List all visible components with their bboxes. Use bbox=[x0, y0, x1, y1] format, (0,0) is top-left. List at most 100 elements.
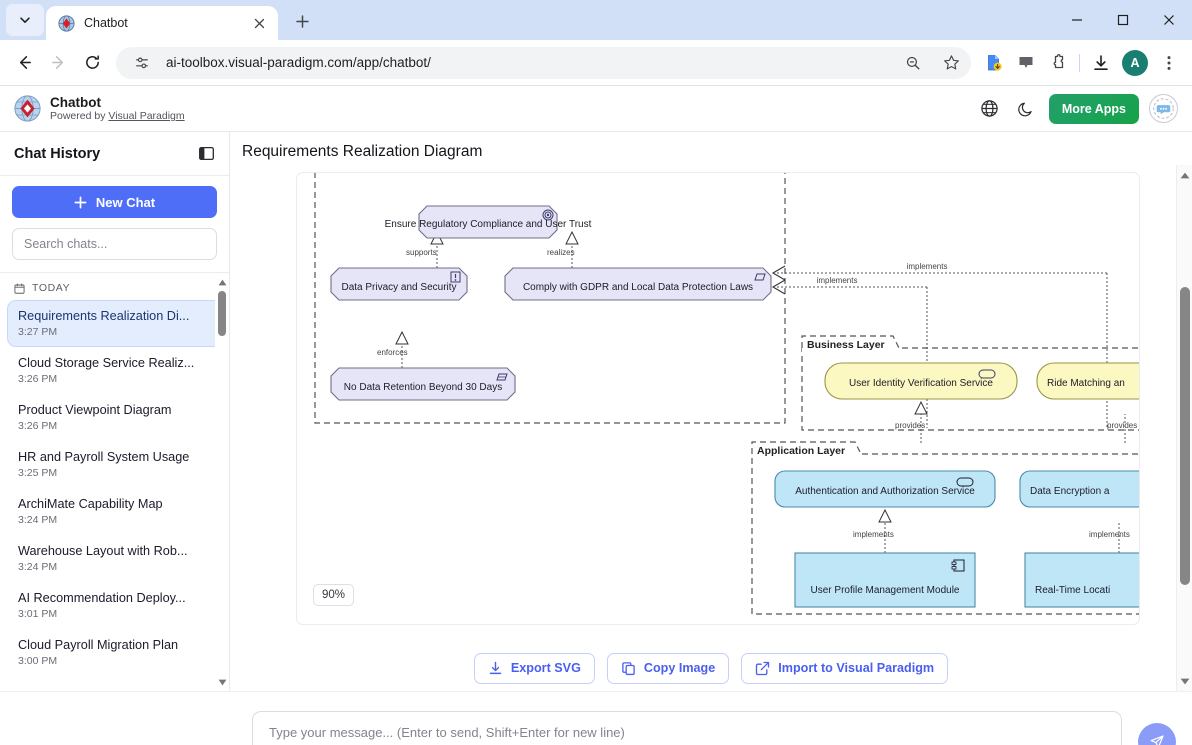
chat-item-title: ArchiMate Capability Map bbox=[18, 497, 211, 511]
address-bar[interactable]: ai-toolbox.visual-paradigm.com/app/chatb… bbox=[116, 47, 971, 79]
window-maximize-button[interactable] bbox=[1100, 0, 1146, 40]
diagram-canvas[interactable]: Motivation Layer supports realizes enfor… bbox=[297, 173, 1139, 624]
export-svg-button[interactable]: Export SVG bbox=[474, 653, 595, 684]
app-name: Chatbot bbox=[50, 95, 185, 111]
svg-text:No Data Retention Beyond 30 Da: No Data Retention Beyond 30 Days bbox=[344, 382, 502, 393]
svg-text:realizes: realizes bbox=[547, 248, 575, 257]
app-body: Chat History New Chat bbox=[0, 132, 1192, 691]
new-chat-button[interactable]: New Chat bbox=[12, 186, 217, 218]
sidebar-header: Chat History bbox=[0, 132, 229, 176]
chat-item-4[interactable]: ArchiMate Capability Map 3:24 PM bbox=[7, 488, 222, 535]
app-header: Chatbot Powered by Visual Paradigm More … bbox=[0, 86, 1192, 132]
svg-text:User Identity Verification Ser: User Identity Verification Service bbox=[849, 378, 993, 389]
window-minimize-button[interactable] bbox=[1054, 0, 1100, 40]
scroll-up-arrow-icon[interactable] bbox=[1177, 167, 1192, 183]
close-icon[interactable] bbox=[249, 13, 270, 34]
star-icon[interactable] bbox=[937, 49, 965, 77]
svg-text:provides: provides bbox=[1107, 421, 1137, 430]
diagram-scroll-area: Motivation Layer supports realizes enfor… bbox=[230, 172, 1192, 649]
scroll-up-arrow-icon[interactable] bbox=[215, 275, 229, 289]
send-paper-plane-icon bbox=[1148, 733, 1166, 745]
external-link-icon bbox=[755, 661, 770, 676]
svg-text:User Profile Management Module: User Profile Management Module bbox=[811, 585, 960, 596]
bookmark-flag-icon[interactable] bbox=[1011, 48, 1041, 78]
svg-text:Data Privacy and Security: Data Privacy and Security bbox=[341, 282, 456, 293]
sidebar-title: Chat History bbox=[14, 146, 100, 162]
chat-item-2[interactable]: Product Viewpoint Diagram 3:26 PM bbox=[7, 394, 222, 441]
more-apps-button[interactable]: More Apps bbox=[1049, 94, 1139, 124]
window-close-button[interactable] bbox=[1146, 0, 1192, 40]
back-button[interactable] bbox=[8, 47, 40, 79]
chat-item-3[interactable]: HR and Payroll System Usage 3:25 PM bbox=[7, 441, 222, 488]
extensions-puzzle-icon[interactable] bbox=[1043, 48, 1073, 78]
sidebar-scrollbar-thumb[interactable] bbox=[218, 291, 226, 336]
chat-item-title: Requirements Realization Di... bbox=[18, 309, 211, 323]
chat-item-title: Cloud Payroll Migration Plan bbox=[18, 638, 211, 652]
visual-paradigm-link[interactable]: Visual Paradigm bbox=[108, 110, 184, 122]
sidebar-scrollbar[interactable] bbox=[215, 273, 229, 691]
new-chat-label: New Chat bbox=[96, 195, 155, 210]
search-input[interactable] bbox=[12, 228, 217, 260]
reload-icon bbox=[84, 54, 101, 71]
panel-collapse-icon[interactable] bbox=[198, 145, 215, 162]
language-button[interactable] bbox=[977, 96, 1003, 122]
svg-text:Application Layer: Application Layer bbox=[757, 445, 845, 457]
zoom-out-icon[interactable] bbox=[899, 49, 927, 77]
chat-item-time: 3:26 PM bbox=[18, 373, 211, 385]
profile-avatar[interactable]: A bbox=[1122, 50, 1148, 76]
svg-text:Business Layer: Business Layer bbox=[807, 339, 885, 351]
copy-image-button[interactable]: Copy Image bbox=[607, 653, 729, 684]
chat-item-1[interactable]: Cloud Storage Service Realiz... 3:26 PM bbox=[7, 347, 222, 394]
import-label: Import to Visual Paradigm bbox=[778, 661, 934, 675]
new-tab-button[interactable] bbox=[288, 7, 316, 35]
tab-search-button[interactable] bbox=[6, 4, 44, 36]
chat-item-title: Warehouse Layout with Rob... bbox=[18, 544, 211, 558]
sidebar-top-actions: New Chat bbox=[0, 176, 229, 273]
svg-text:supports: supports bbox=[406, 248, 437, 257]
chat-item-7[interactable]: Cloud Payroll Migration Plan 3:00 PM bbox=[7, 629, 222, 676]
browser-toolbar: ai-toolbox.visual-paradigm.com/app/chatb… bbox=[0, 40, 1192, 86]
globe-icon bbox=[980, 99, 999, 118]
downloads-icon[interactable] bbox=[1086, 48, 1116, 78]
file-download-extension-icon[interactable] bbox=[979, 48, 1009, 78]
page-scrollbar-thumb[interactable] bbox=[1180, 287, 1190, 585]
svg-text:Data Encryption a: Data Encryption a bbox=[1030, 486, 1110, 497]
copy-image-label: Copy Image bbox=[644, 661, 715, 675]
url-text: ai-toolbox.visual-paradigm.com/app/chatb… bbox=[166, 55, 889, 70]
scroll-down-arrow-icon[interactable] bbox=[215, 675, 229, 689]
scroll-down-arrow-icon[interactable] bbox=[1177, 673, 1192, 689]
kebab-menu-icon[interactable] bbox=[1154, 48, 1184, 78]
svg-text:Real-Time Locati: Real-Time Locati bbox=[1035, 585, 1110, 596]
close-icon bbox=[1163, 14, 1175, 26]
send-button[interactable] bbox=[1138, 723, 1176, 745]
forward-button[interactable] bbox=[42, 47, 74, 79]
page-title: Requirements Realization Diagram bbox=[230, 132, 1192, 172]
chevron-down-icon bbox=[19, 14, 31, 26]
reload-button[interactable] bbox=[76, 47, 108, 79]
chat-item-time: 3:26 PM bbox=[18, 420, 211, 432]
svg-text:enforces: enforces bbox=[377, 348, 408, 357]
svg-text:implements: implements bbox=[817, 276, 858, 285]
zoom-level-badge: 90% bbox=[313, 584, 354, 606]
svg-text:provides: provides bbox=[895, 421, 925, 430]
minimize-icon bbox=[1071, 14, 1083, 26]
tune-icon[interactable] bbox=[128, 49, 156, 77]
chat-item-0[interactable]: Requirements Realization Di... 3:27 PM bbox=[7, 300, 222, 347]
import-to-visual-paradigm-button[interactable]: Import to Visual Paradigm bbox=[741, 653, 948, 684]
chat-item-time: 3:27 PM bbox=[18, 326, 211, 338]
diagram-container[interactable]: Motivation Layer supports realizes enfor… bbox=[296, 172, 1140, 625]
svg-text:Authentication and Authorizati: Authentication and Authorization Service bbox=[795, 486, 975, 497]
chat-item-title: Cloud Storage Service Realiz... bbox=[18, 356, 211, 370]
svg-text:implements: implements bbox=[853, 530, 894, 539]
page-scrollbar[interactable] bbox=[1176, 165, 1192, 691]
svg-text:Ensure Regulatory Compliance a: Ensure Regulatory Compliance and User Tr… bbox=[385, 219, 592, 230]
theme-toggle-button[interactable] bbox=[1013, 96, 1039, 122]
message-input[interactable] bbox=[252, 711, 1122, 745]
app-brand: Chatbot Powered by Visual Paradigm bbox=[14, 95, 185, 123]
window-controls bbox=[1054, 0, 1192, 40]
browser-tab[interactable]: Chatbot bbox=[46, 6, 278, 40]
chat-item-6[interactable]: AI Recommendation Deploy... 3:01 PM bbox=[7, 582, 222, 629]
plus-icon bbox=[295, 14, 310, 29]
chat-item-5[interactable]: Warehouse Layout with Rob... 3:24 PM bbox=[7, 535, 222, 582]
chat-bubble-avatar-icon[interactable] bbox=[1149, 94, 1178, 123]
